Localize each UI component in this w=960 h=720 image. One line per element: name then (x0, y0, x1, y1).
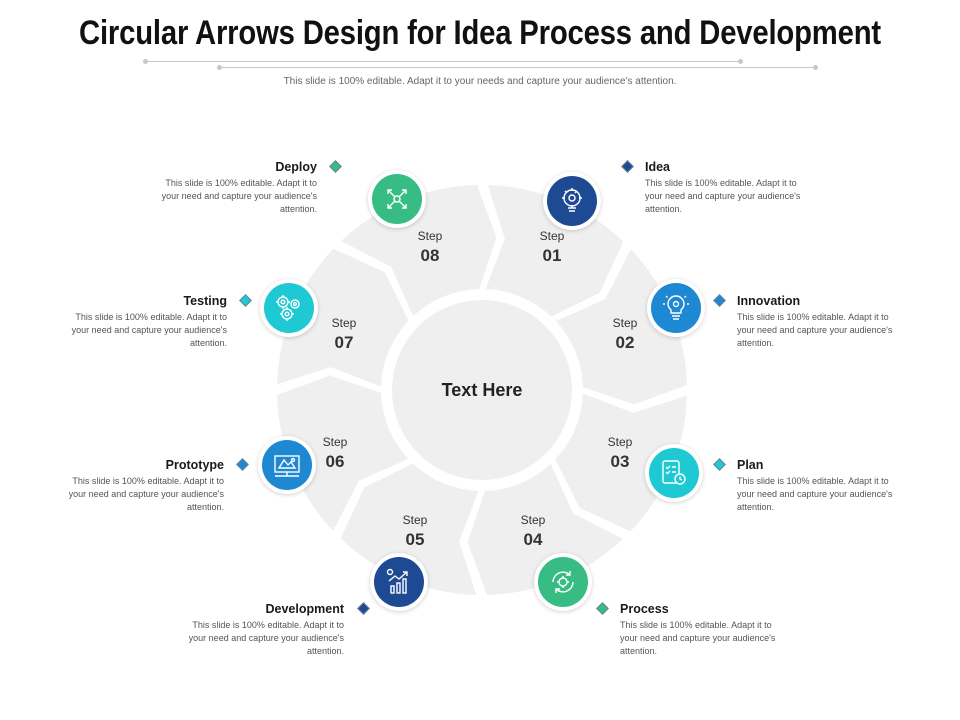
step-05-badge (370, 553, 428, 611)
step-07-badge (260, 279, 318, 337)
testing-callout: Testing This slide is 100% editable. Ada… (57, 294, 227, 350)
innovation-description: This slide is 100% editable. Adapt it to… (737, 312, 893, 348)
plan-callout: Plan This slide is 100% editable. Adapt … (737, 458, 907, 514)
title-rule-dot (813, 65, 818, 70)
blueprint-icon (274, 455, 300, 477)
idea-heading: Idea (645, 160, 671, 174)
prototype-description: This slide is 100% editable. Adapt it to… (68, 476, 224, 512)
slide-title: Circular Arrows Design for Idea Process … (79, 14, 881, 52)
step-06-badge (258, 436, 316, 494)
plan-heading: Plan (737, 458, 764, 472)
development-description: This slide is 100% editable. Adapt it to… (188, 620, 344, 656)
gears-icon (276, 295, 300, 321)
innovation-heading: Innovation (737, 294, 801, 308)
ring-segment-07 (275, 246, 412, 390)
title-rule-bottom (220, 67, 816, 68)
title-rule-dot (738, 59, 743, 64)
step-01-badge (543, 172, 601, 230)
ring-segment-05 (338, 460, 482, 597)
deploy-callout: Deploy This slide is 100% editable. Adap… (147, 160, 317, 216)
growth-chart-icon (386, 568, 408, 594)
process-callout: Process This slide is 100% editable. Ada… (620, 602, 790, 658)
process-heading: Process (620, 602, 669, 616)
checklist-clock-icon (662, 460, 686, 485)
step-04-badge (534, 553, 592, 611)
ring-segment-06 (275, 373, 412, 535)
step-02-badge (647, 279, 705, 337)
step-03-badge (645, 444, 703, 502)
deploy-heading: Deploy (275, 160, 317, 174)
testing-heading: Testing (183, 294, 227, 308)
idea-description: This slide is 100% editable. Adapt it to… (645, 178, 801, 214)
center-label: Text Here (441, 380, 523, 400)
lightbulb-icon (663, 295, 689, 320)
title-rule-dot (217, 65, 222, 70)
process-description: This slide is 100% editable. Adapt it to… (620, 620, 776, 656)
cycle-gear-icon (552, 571, 574, 593)
gear-bulb-icon (562, 188, 582, 212)
plan-description: This slide is 100% editable. Adapt it to… (737, 476, 893, 512)
center-circle (388, 296, 576, 484)
title-rule-dot (143, 59, 148, 64)
deploy-description: This slide is 100% editable. Adapt it to… (161, 178, 317, 214)
slide-subtitle: This slide is 100% editable. Adapt it to… (283, 76, 677, 87)
title-rule-top (146, 61, 740, 62)
innovation-callout: Innovation This slide is 100% editable. … (737, 294, 907, 350)
testing-description: This slide is 100% editable. Adapt it to… (71, 312, 227, 348)
development-heading: Development (265, 602, 345, 616)
step-08-badge (368, 170, 426, 228)
expand-network-icon (387, 189, 407, 209)
development-callout: Development This slide is 100% editable.… (174, 602, 344, 658)
prototype-callout: Prototype This slide is 100% editable. A… (54, 458, 224, 514)
ring-segment-03 (552, 390, 689, 534)
idea-callout: Idea This slide is 100% editable. Adapt … (645, 160, 815, 216)
prototype-heading: Prototype (165, 458, 224, 472)
